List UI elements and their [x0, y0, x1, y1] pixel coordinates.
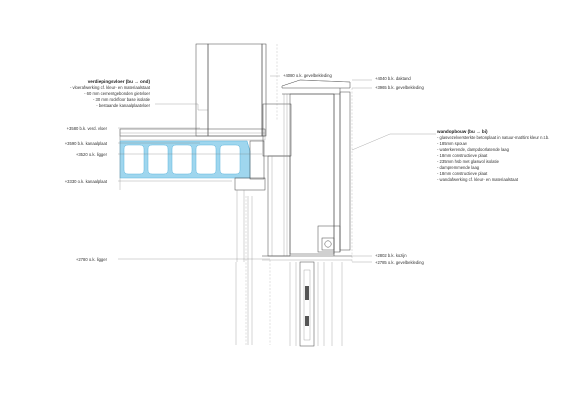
wall-spec-line: - 18mm constructieve plaat: [437, 153, 488, 158]
level-label: +3330 o.k. kanaalplaat: [65, 179, 108, 184]
wall-spec-line: - 235mm hsb met glaswol isolatie: [437, 159, 500, 164]
hollowcore-void: [219, 144, 241, 175]
floor-spec-block: verdiepingsvloer (bu → ond) - vloerafwer…: [70, 79, 151, 108]
support-beam: [234, 140, 266, 345]
floor-spec-title: verdiepingsvloer (bu → ond): [88, 79, 151, 84]
hollowcore-void: [123, 144, 145, 175]
level-leaders-left: [118, 127, 270, 260]
wall-spec-line: - dampremmende laag: [437, 165, 480, 170]
facade-element: [262, 79, 351, 257]
level-label: +3580 b.k. verd. vloer: [67, 126, 108, 131]
level-label: +3520 o.k. ligger: [76, 152, 108, 157]
guide-lines: [119, 88, 353, 345]
wall-spec-block: wandopbouw (bu → bi) - glasvezelversterk…: [436, 129, 549, 182]
window-frame: [262, 225, 352, 347]
level-leaders-right: [270, 75, 372, 263]
level-label: +4040 b.k. daktand: [375, 76, 411, 81]
levels-left: +3580 b.k. verd. vloer +3590 b.k. kanaal…: [65, 126, 108, 262]
floor-spec-line: - vloerafwerking cf. kleur- en materiaal…: [70, 85, 151, 90]
hollowcore-void: [171, 144, 193, 175]
hollowcore-void: [195, 144, 217, 175]
wall-spec-title: wandopbouw (bu → bi): [436, 129, 488, 134]
level-label: +3590 b.k. kanaalplaat: [65, 141, 108, 146]
level-label: +4080 o.k. gevelbekleding: [283, 73, 332, 78]
wall-spec-line: - 185mm spouw: [437, 141, 468, 146]
floor-spec-line: - 60 mm cementgebonden gietvloer: [84, 91, 150, 96]
level-label: +2780 o.k. ligger: [76, 257, 108, 262]
wall-spec-line: - glasvezelversterkte betonplaat in natu…: [437, 135, 549, 140]
floor-finish-layers: [119, 128, 266, 141]
level-label: +2785 o.k. gevelbekleding: [375, 260, 424, 265]
level-label: +3965 b.k. gevelbekleding: [375, 85, 424, 90]
spec-leaders: [155, 103, 436, 151]
hollowcore-slab: [119, 140, 251, 179]
upper-wall: [195, 43, 278, 137]
wall-spec-line: - wandafwerking cf. kleur- en materiaals…: [437, 177, 519, 182]
floor-spec-line: - bestaande kanaalplaatvloer: [96, 103, 150, 108]
wall-spec-line: - 18mm constructieve plaat: [437, 171, 488, 176]
levels-right: +4080 o.k. gevelbekleding +4040 b.k. dak…: [283, 73, 424, 265]
level-label: +2802 b.k. kozijn: [375, 253, 407, 258]
wall-spec-line: - waterkerende, dampdoorlatende laag: [437, 147, 510, 152]
floor-spec-line: - 30 mm rockfloor base isolatie: [93, 97, 151, 102]
hollowcore-void: [147, 144, 169, 175]
